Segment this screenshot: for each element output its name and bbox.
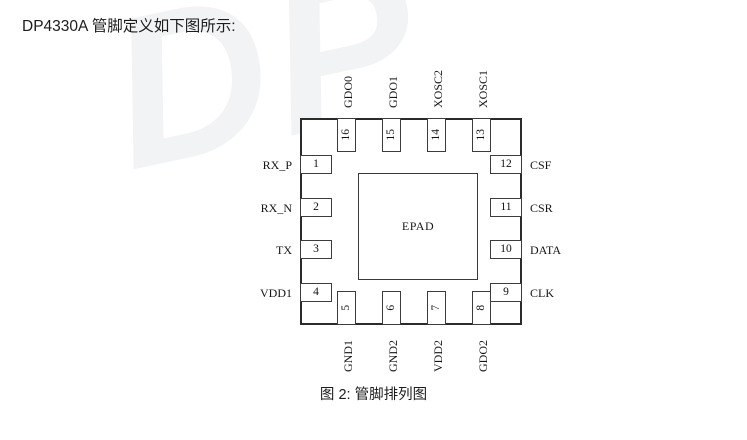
pin-number-5: 5 [339, 305, 352, 311]
pin-label-rx-p: RX_P [262, 158, 292, 172]
pin-label-tx: TX [276, 243, 292, 257]
pin-label-xosc2: XOSC2 [431, 69, 445, 108]
pin-pad-3: 3 [300, 240, 332, 259]
pin-number-10: 10 [500, 242, 512, 255]
pin-pad-14: 14 [427, 118, 446, 152]
pin-number-11: 11 [500, 200, 512, 213]
pin-number-2: 2 [313, 200, 319, 213]
pin-label-gnd1: GND1 [341, 340, 355, 372]
pin-number-3: 3 [313, 242, 319, 255]
pin-label-data: DATA [530, 243, 562, 257]
pin-pad-8: 8 [472, 291, 491, 325]
pin-label-csf: CSF [530, 158, 552, 172]
epad-region: EPAD [358, 173, 478, 280]
pin-label-vdd1: VDD1 [260, 286, 292, 300]
pin-label-csr: CSR [530, 201, 553, 215]
pin-pad-5: 5 [337, 291, 356, 325]
pin-pad-15: 15 [382, 118, 401, 152]
pin-pad-9: 9 [490, 283, 522, 302]
pin-label-gdo1: GDO1 [386, 76, 400, 108]
pin-pad-13: 13 [472, 118, 491, 152]
pin-label-rx-n: RX_N [260, 201, 292, 215]
pin-label-xosc1: XOSC1 [476, 69, 490, 108]
pin-number-9: 9 [503, 285, 509, 298]
pin-pad-1: 1 [300, 155, 332, 174]
pin-number-14: 14 [429, 129, 442, 141]
figure-caption: 图 2: 管脚排列图 [319, 387, 428, 403]
pin-pad-11: 11 [490, 198, 522, 217]
pin-pad-10: 10 [490, 240, 522, 259]
pin-number-4: 4 [313, 285, 319, 298]
pin-number-12: 12 [500, 157, 512, 170]
pin-number-8: 8 [474, 305, 487, 311]
pin-pad-12: 12 [490, 155, 522, 174]
pin-number-7: 7 [429, 305, 442, 311]
pin-label-gdo0: GDO0 [341, 76, 355, 108]
pin-pad-2: 2 [300, 198, 332, 217]
pin-label-gnd2: GND2 [386, 340, 400, 372]
pin-label-gdo2: GDO2 [476, 340, 490, 372]
pin-label-vdd2: VDD2 [431, 340, 445, 372]
pin-number-1: 1 [313, 157, 319, 170]
pin-number-6: 6 [384, 305, 397, 311]
pin-number-16: 16 [339, 129, 352, 141]
pin-number-15: 15 [384, 129, 397, 141]
pin-pad-4: 4 [300, 283, 332, 302]
pin-label-clk: CLK [530, 286, 554, 300]
pin-pad-16: 16 [337, 118, 356, 152]
page-heading: DP4330A 管脚定义如下图所示: [22, 18, 236, 35]
epad-label: EPAD [401, 219, 435, 233]
pin-pad-7: 7 [427, 291, 446, 325]
pin-pad-6: 6 [382, 291, 401, 325]
pin-number-13: 13 [474, 129, 487, 141]
